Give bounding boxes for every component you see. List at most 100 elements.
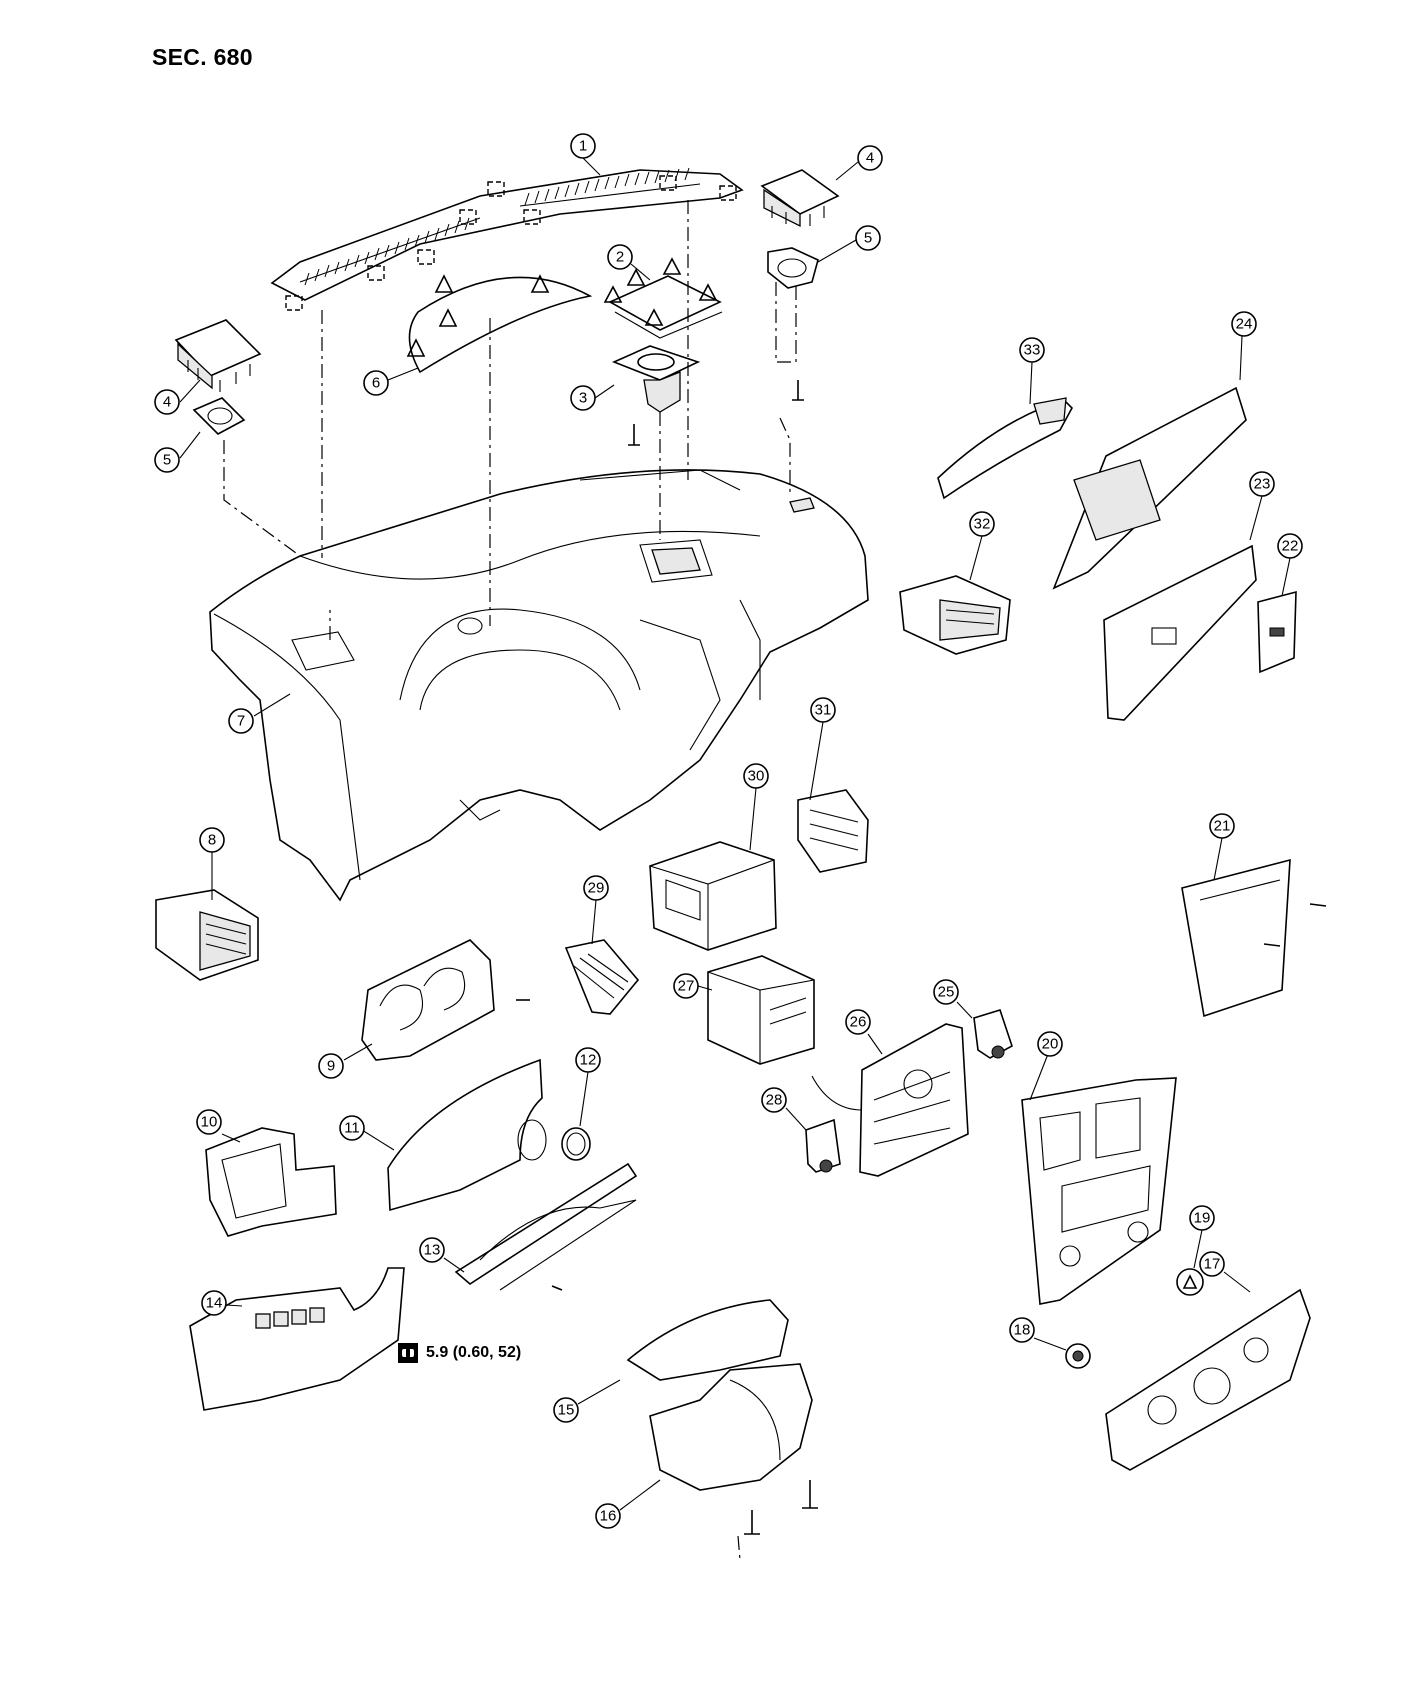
glove-box-lid-part xyxy=(1103,544,1257,721)
callout-14: 14 xyxy=(201,1290,227,1316)
svg-text:11: 11 xyxy=(344,1120,360,1137)
svg-text:23: 23 xyxy=(1254,476,1271,493)
svg-text:2: 2 xyxy=(616,249,624,266)
callout-15: 15 xyxy=(553,1397,579,1423)
lower-finisher-left-part xyxy=(205,1127,337,1237)
dial-switch-part xyxy=(1065,1343,1091,1369)
side-gasket-right-part xyxy=(767,247,819,401)
callout-6: 6 xyxy=(363,370,389,396)
svg-text:33: 33 xyxy=(1024,342,1041,359)
hazard-switch-part xyxy=(1176,1268,1204,1296)
side-vent-cover-right-part xyxy=(760,169,840,228)
svg-text:3: 3 xyxy=(579,390,587,407)
callout-1: 1 xyxy=(570,133,596,159)
callout-28: 28 xyxy=(761,1087,787,1113)
clock-finisher-part xyxy=(1105,1288,1311,1471)
callout-23: 23 xyxy=(1249,471,1275,497)
switch-unit-28-part xyxy=(805,1118,841,1173)
callout-29: 29 xyxy=(583,875,609,901)
passenger-side-trim-part xyxy=(937,397,1073,500)
cluster-hood-cover-part xyxy=(406,274,593,374)
callout-27: 27 xyxy=(673,973,699,999)
callout-7: 7 xyxy=(228,708,254,734)
center-vent-right-part xyxy=(797,789,869,873)
leader-lines xyxy=(179,157,1291,1511)
svg-text:26: 26 xyxy=(850,1014,867,1031)
svg-text:9: 9 xyxy=(327,1058,335,1075)
svg-text:1: 1 xyxy=(579,138,587,155)
svg-text:14: 14 xyxy=(206,1295,223,1312)
meter-cluster-part xyxy=(361,939,530,1061)
lower-column-cover-part xyxy=(649,1363,818,1535)
section-label: SEC. 680 xyxy=(152,44,253,70)
svg-text:24: 24 xyxy=(1236,316,1253,333)
audio-control-unit-part xyxy=(811,1023,969,1177)
defroster-grille-part xyxy=(270,167,744,311)
callout-25: 25 xyxy=(933,979,959,1005)
svg-text:25: 25 xyxy=(938,984,955,1001)
switch-unit-25-part xyxy=(973,1009,1013,1059)
callout-2: 2 xyxy=(607,244,633,270)
callout-11: 11 xyxy=(339,1115,365,1141)
callout-33: 33 xyxy=(1019,337,1045,363)
svg-text:27: 27 xyxy=(678,978,695,995)
svg-text:8: 8 xyxy=(208,832,216,849)
sensor-cover-part xyxy=(603,257,723,339)
svg-text:19: 19 xyxy=(1194,1210,1211,1227)
side-bracket-part xyxy=(1181,858,1327,1018)
lower-cover-bracket-part xyxy=(454,1162,638,1291)
callout-17: 17 xyxy=(1199,1251,1225,1277)
callout-5b: 5 xyxy=(855,225,881,251)
center-speaker-part xyxy=(611,345,701,446)
alignment-lines xyxy=(223,200,797,1561)
svg-text:13: 13 xyxy=(424,1242,441,1259)
callout-26: 26 xyxy=(845,1009,871,1035)
callout-22: 22 xyxy=(1277,533,1303,559)
side-air-vent-left-part xyxy=(155,889,259,981)
svg-text:5: 5 xyxy=(864,230,872,247)
ignition-ring-part xyxy=(561,1127,591,1161)
callout-4a: 4 xyxy=(154,389,180,415)
svg-text:5: 5 xyxy=(163,452,171,469)
torque-spec-text: 5.9 (0.60, 52) xyxy=(426,1344,522,1361)
svg-text:20: 20 xyxy=(1042,1036,1059,1053)
svg-text:7: 7 xyxy=(237,713,245,730)
callout-16: 16 xyxy=(595,1503,621,1529)
center-bezel-part xyxy=(1021,1077,1177,1305)
glove-box-housing-part xyxy=(1052,386,1247,590)
callout-21: 21 xyxy=(1209,813,1235,839)
center-vent-left-part xyxy=(564,939,640,1015)
callout-20: 20 xyxy=(1037,1031,1063,1057)
callout-13: 13 xyxy=(419,1237,445,1263)
callout-5a: 5 xyxy=(154,447,180,473)
svg-text:30: 30 xyxy=(748,768,765,785)
svg-text:17: 17 xyxy=(1204,1256,1221,1273)
svg-text:4: 4 xyxy=(163,394,171,411)
callout-31: 31 xyxy=(810,697,836,723)
callout-8: 8 xyxy=(199,827,225,853)
torque-wrench-icon xyxy=(398,1343,418,1363)
side-gasket-left-part xyxy=(192,397,246,435)
callout-30: 30 xyxy=(743,763,769,789)
cluster-lid-part xyxy=(387,1058,547,1212)
callout-4b: 4 xyxy=(857,145,883,171)
svg-text:28: 28 xyxy=(766,1092,783,1109)
svg-text:10: 10 xyxy=(201,1114,218,1131)
callout-18: 18 xyxy=(1009,1317,1035,1343)
callouts: 1 2 3 4 4 5 5 6 7 8 9 10 11 12 13 14 15 … xyxy=(154,133,1303,1529)
svg-text:4: 4 xyxy=(866,150,874,167)
svg-text:31: 31 xyxy=(815,702,832,719)
svg-text:32: 32 xyxy=(974,516,991,533)
svg-text:16: 16 xyxy=(600,1508,617,1525)
side-vent-cover-left-part xyxy=(174,319,262,392)
svg-text:29: 29 xyxy=(588,880,605,897)
callout-12: 12 xyxy=(575,1047,601,1073)
instrument-panel-body-part xyxy=(209,469,869,902)
knee-protector-part xyxy=(189,1267,405,1411)
svg-text:18: 18 xyxy=(1014,1322,1031,1339)
display-unit-part xyxy=(649,841,777,951)
callout-10: 10 xyxy=(196,1109,222,1135)
callout-9: 9 xyxy=(318,1053,344,1079)
side-air-vent-right-part xyxy=(899,575,1011,655)
torque-spec: 5.9 (0.60, 52) xyxy=(398,1343,521,1363)
